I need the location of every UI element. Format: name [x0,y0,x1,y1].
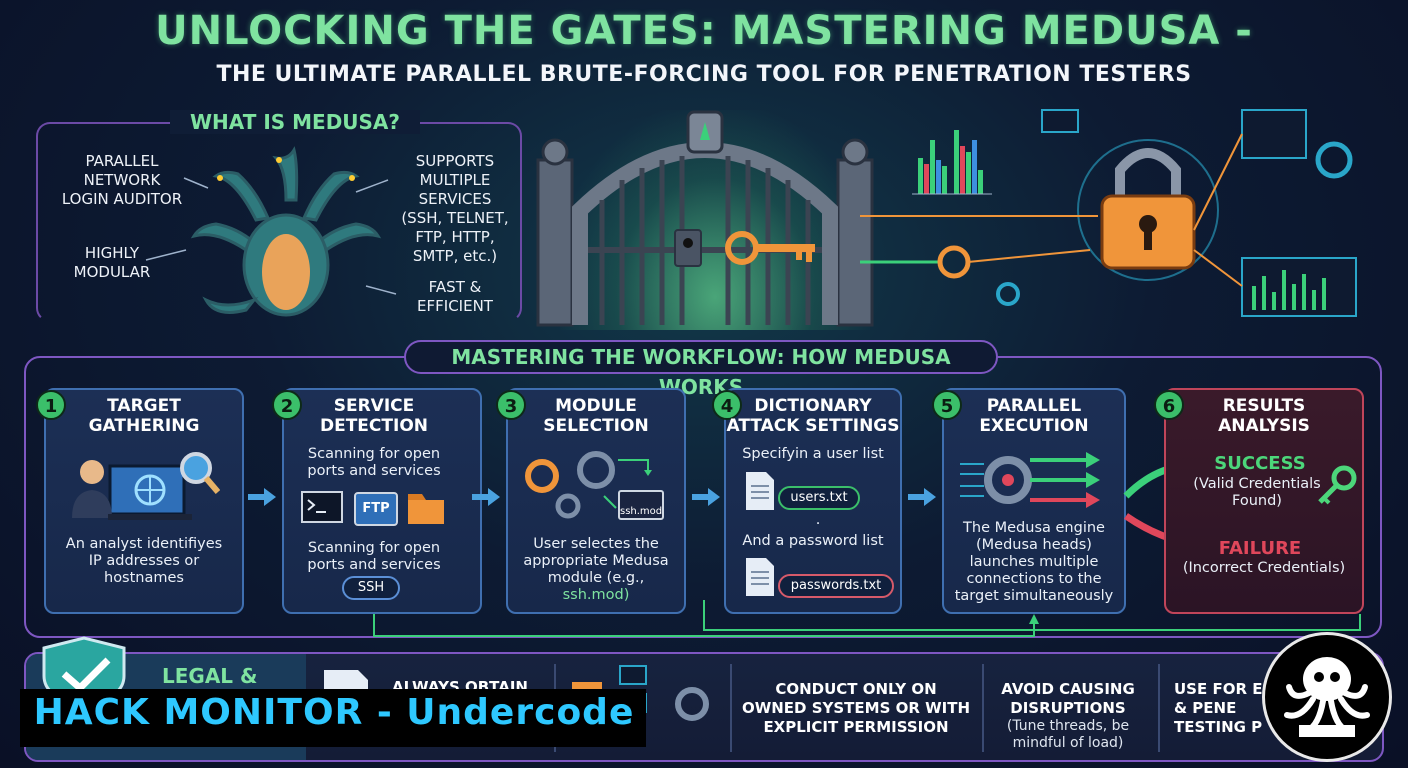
users-file-icon [746,472,774,510]
step-2-title: SERVICE DETECTION [319,396,428,436]
step-2-number: 2 [272,390,302,420]
feature-connectors [145,177,397,295]
arrow-2-to-3 [472,488,500,506]
arrow-3-to-4 [692,488,720,506]
gate-illustration [536,110,874,327]
legal-avoid-note: (Tune threads, be mindful of load) [1006,718,1130,751]
main-title: UNLOCKING THE GATES: MASTERING MEDUSA - [155,8,1253,54]
feature-highly-modular: HIGHLY MODULAR [73,244,151,281]
step-2-text-top: Scanning for open ports and services [307,446,441,479]
step-4-number: 4 [712,390,742,420]
workflow-heading: MASTERING THE WORKFLOW: HOW MEDUSA WORKS [404,340,998,399]
step-4-user-text: Specifyin a user list [742,446,884,462]
step-5-number: 5 [932,390,962,420]
analyst-icon [72,452,220,520]
lock-dashboard-illustration [860,109,1357,317]
legal-divider-3 [982,664,984,752]
legal-title: LEGAL & [162,664,258,688]
undercode-logo-badge [1262,632,1392,762]
passwords-file-icon [746,558,774,596]
hydra-illustration [190,146,382,317]
legal-use-for: USE FOR E & PENE TESTING P [1174,680,1263,736]
step-3-module: ssh.mod) [562,587,630,603]
feature-supports-services: SUPPORTS MULTIPLE SERVICES (SSH, TELNET,… [401,152,509,265]
success-note: (Valid Credentials Found) [1193,476,1321,509]
octopus-logo-icon [1284,657,1370,737]
step-1-number: 1 [36,390,66,420]
step-results-analysis [1164,388,1364,614]
step-6-number: 6 [1154,390,1184,420]
failure-note: (Incorrect Credentials) [1182,560,1346,576]
step-6-title: RESULTS ANALYSIS [1218,396,1310,436]
step-4-dot: . [815,512,821,528]
module-gears-icon [525,451,652,519]
passwords-txt-pill: passwords.txt [778,574,894,598]
arrow-4-to-5 [908,488,936,506]
step-5-text: The Medusa engine (Medusa heads) launche… [954,520,1114,604]
failure-label: FAILURE [1218,538,1302,559]
legal-conduct-owned: CONDUCT ONLY ON OWNED SYSTEMS OR WITH EX… [741,680,971,736]
ssh-pill: SSH [342,576,400,600]
step-3-number: 3 [496,390,526,420]
users-txt-pill: users.txt [778,486,860,510]
key-icon [1318,465,1357,505]
legal-avoid-disruptions: AVOID CAUSING DISRUPTIONS [1001,680,1135,717]
step-3-text: User selectes the appropriate Medusa mod… [523,536,669,586]
step-5-title: PARALLEL EXECUTION [979,396,1089,436]
step-2-text-bottom: Scanning for open ports and services [307,540,441,573]
watermark-banner [20,689,646,747]
feature-fast-efficient: FAST & EFFICIENT [417,278,493,315]
what-is-medusa-heading: WHAT IS MEDUSA? [170,110,420,134]
watermark-text: HACK MONITOR - Undercode [33,692,635,733]
arrow-1-to-2 [248,488,276,506]
legal-divider-2 [730,664,732,752]
feedback-loop-lines [373,600,1361,637]
parallel-engine-icon [960,452,1100,508]
step-1-title: TARGET GATHERING [88,396,200,436]
ssh-mod-file-icon: ssh.mod [618,490,664,520]
step-4-title: DICTIONARY ATTACK SETTINGS [726,396,900,436]
step-3-title: MODULE SELECTION [543,396,649,436]
ftp-icon: FTP [354,492,398,526]
step-1-text: An analyst identifiyes IP addresses or h… [65,536,223,586]
step-4-pass-text: And a password list [742,533,884,549]
terminal-icon [301,491,444,524]
success-label: SUCCESS [1214,453,1306,474]
feature-parallel-auditor: PARALLEL NETWORK LOGIN AUDITOR [61,152,183,208]
subtitle: THE ULTIMATE PARALLEL BRUTE-FORCING TOOL… [216,62,1192,87]
legal-divider-4 [1158,664,1160,752]
